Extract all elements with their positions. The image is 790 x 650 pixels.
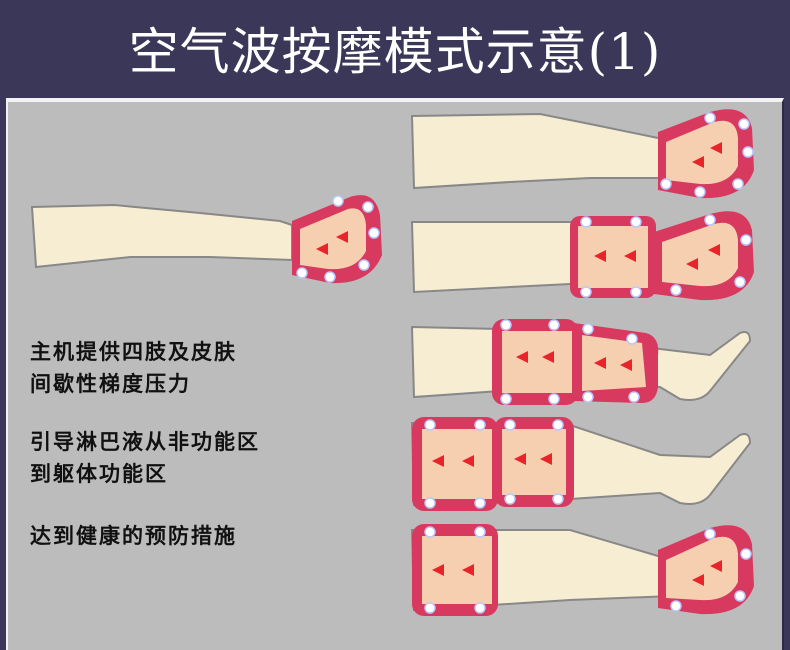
caption-line-5: 达到健康的预防措施 bbox=[30, 524, 237, 548]
leg-diagram-5 bbox=[410, 524, 754, 616]
leg-diagram-main bbox=[30, 195, 382, 284]
leg-diagram-4 bbox=[410, 417, 752, 511]
caption-line-2: 间歇性梯度压力 bbox=[30, 372, 191, 396]
caption-line-1: 主机提供四肢及皮肤 bbox=[30, 340, 237, 364]
leg-diagram-1 bbox=[410, 109, 754, 199]
page-title: 空气波按摩模式示意(1) bbox=[128, 23, 662, 81]
caption-block-1: 主机提供四肢及皮肤 间歇性梯度压力 bbox=[30, 336, 237, 400]
title-bar: 空气波按摩模式示意(1) bbox=[0, 0, 790, 98]
caption-block-2: 引导淋巴液从非功能区 到躯体功能区 bbox=[30, 426, 260, 490]
caption-line-4: 到躯体功能区 bbox=[30, 462, 168, 486]
leg-diagram-3 bbox=[410, 319, 752, 405]
leg-diagram-2 bbox=[410, 211, 754, 301]
caption-block-3: 达到健康的预防措施 bbox=[30, 520, 237, 552]
caption-line-3: 引导淋巴液从非功能区 bbox=[30, 430, 260, 454]
